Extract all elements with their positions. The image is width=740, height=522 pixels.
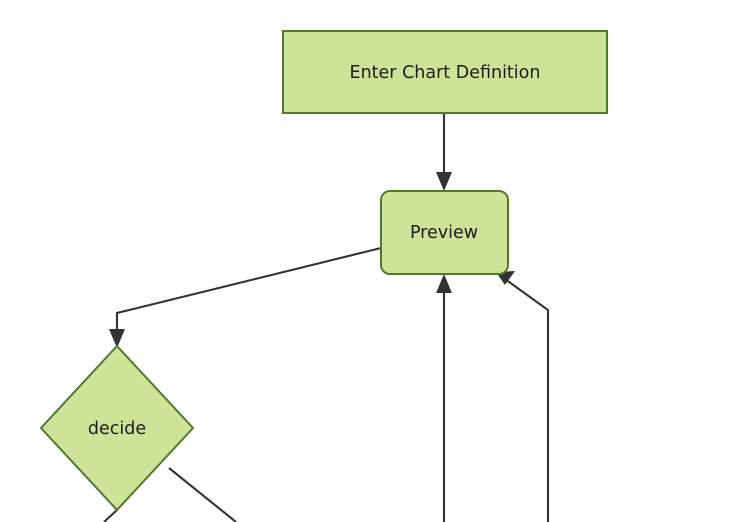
edge-preview-to-decide-line <box>115 246 382 338</box>
edge-preview-to-decide-arrowhead <box>109 329 125 348</box>
node-enter-chart-definition-shape[interactable] <box>282 30 608 114</box>
edge-layer <box>103 113 550 522</box>
edge-decide-branch-left-line <box>103 509 118 522</box>
edge-return-center-to-preview[interactable] <box>436 274 452 522</box>
node-decide-shape[interactable] <box>39 344 195 512</box>
node-preview[interactable]: Preview <box>380 190 509 275</box>
edge-return-right-to-preview[interactable] <box>496 271 550 522</box>
edge-enter-to-preview-arrowhead <box>436 172 452 191</box>
edge-preview-to-decide[interactable] <box>109 246 382 348</box>
node-enter-chart-definition[interactable]: Enter Chart Definition <box>282 30 608 114</box>
edge-decide-branch-right-line <box>168 467 237 522</box>
edge-return-right-to-preview-line <box>504 278 550 522</box>
edge-enter-to-preview[interactable] <box>436 113 452 191</box>
edge-decide-branch-left[interactable] <box>103 509 118 522</box>
edge-return-center-to-preview-arrowhead <box>436 274 452 293</box>
edge-decide-branch-right[interactable] <box>168 467 237 522</box>
node-layer: Enter Chart Definition Preview decide <box>39 30 608 512</box>
node-preview-shape[interactable] <box>380 190 509 275</box>
node-decide[interactable]: decide <box>39 344 195 512</box>
